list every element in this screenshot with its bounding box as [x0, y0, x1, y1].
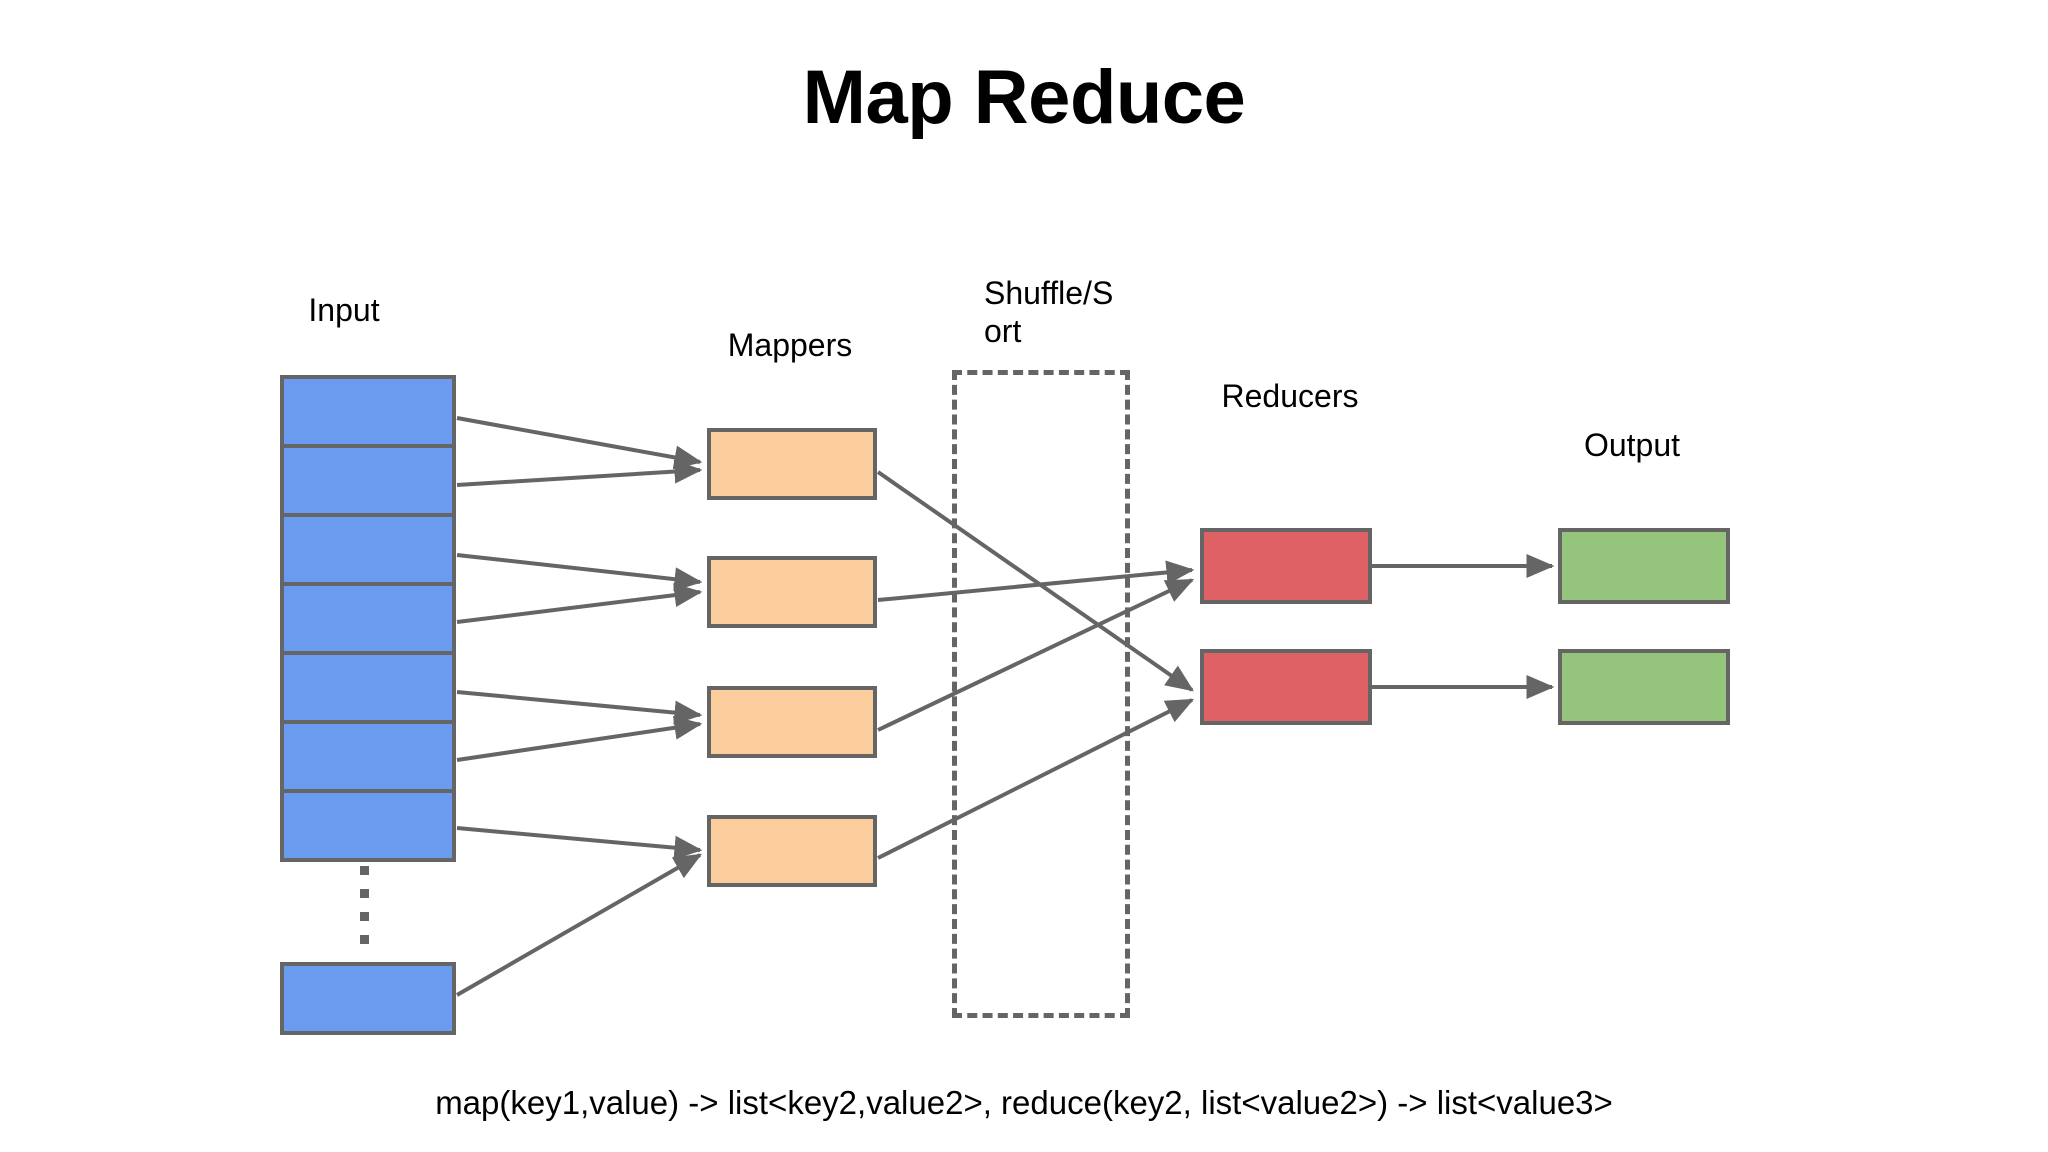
arrow-input-6-to-mapper-3	[456, 715, 703, 762]
arrow-input-4-to-mapper-2	[456, 583, 703, 624]
mapper-box-3[interactable]	[707, 686, 877, 758]
arrow-input-1-to-mapper-1	[456, 416, 703, 470]
mapper-box-1[interactable]	[707, 428, 877, 500]
reducer-box-2[interactable]	[1200, 649, 1372, 725]
input-split-block[interactable]	[280, 720, 456, 793]
input-split-block[interactable]	[280, 375, 456, 448]
label-input: Input	[308, 292, 380, 328]
arrow-input-tail-to-mapper-4	[456, 853, 703, 997]
input-split-block[interactable]	[280, 582, 456, 655]
ellipsis-dot	[359, 935, 369, 944]
input-split-block[interactable]	[280, 651, 456, 724]
mapper-box-2[interactable]	[707, 556, 877, 628]
arrow-input-3-to-mapper-2	[456, 553, 703, 592]
arrow-input-2-to-mapper-1	[456, 459, 703, 487]
mapper-box-4[interactable]	[707, 815, 877, 887]
ellipsis-dot	[359, 912, 369, 921]
input-split-stack	[280, 375, 456, 862]
label-mappers: Mappers	[727, 327, 853, 363]
input-split-block-last[interactable]	[280, 962, 456, 1035]
label-output: Output	[1583, 427, 1681, 463]
formula-caption: map(key1,value) -> list<key2,value2>, re…	[435, 1084, 1613, 1121]
reducer-box-1[interactable]	[1200, 528, 1372, 604]
output-box-2[interactable]	[1558, 649, 1730, 725]
arrow-input-5-to-mapper-3	[456, 690, 703, 725]
ellipsis-dot	[359, 866, 369, 875]
vertical-ellipsis-icon	[358, 866, 370, 944]
shuffle-sort-region	[952, 370, 1130, 1018]
label-reducers: Reducers	[1221, 378, 1359, 414]
page-title: Map Reduce	[802, 55, 1246, 140]
label-shuffle-sort: Shuffle/S ort	[984, 275, 1114, 349]
output-box-1[interactable]	[1558, 528, 1730, 604]
arrow-input-7-to-mapper-4	[456, 826, 703, 860]
input-split-block[interactable]	[280, 789, 456, 862]
input-split-block[interactable]	[280, 513, 456, 586]
ellipsis-dot	[359, 889, 369, 898]
input-split-block[interactable]	[280, 444, 456, 517]
